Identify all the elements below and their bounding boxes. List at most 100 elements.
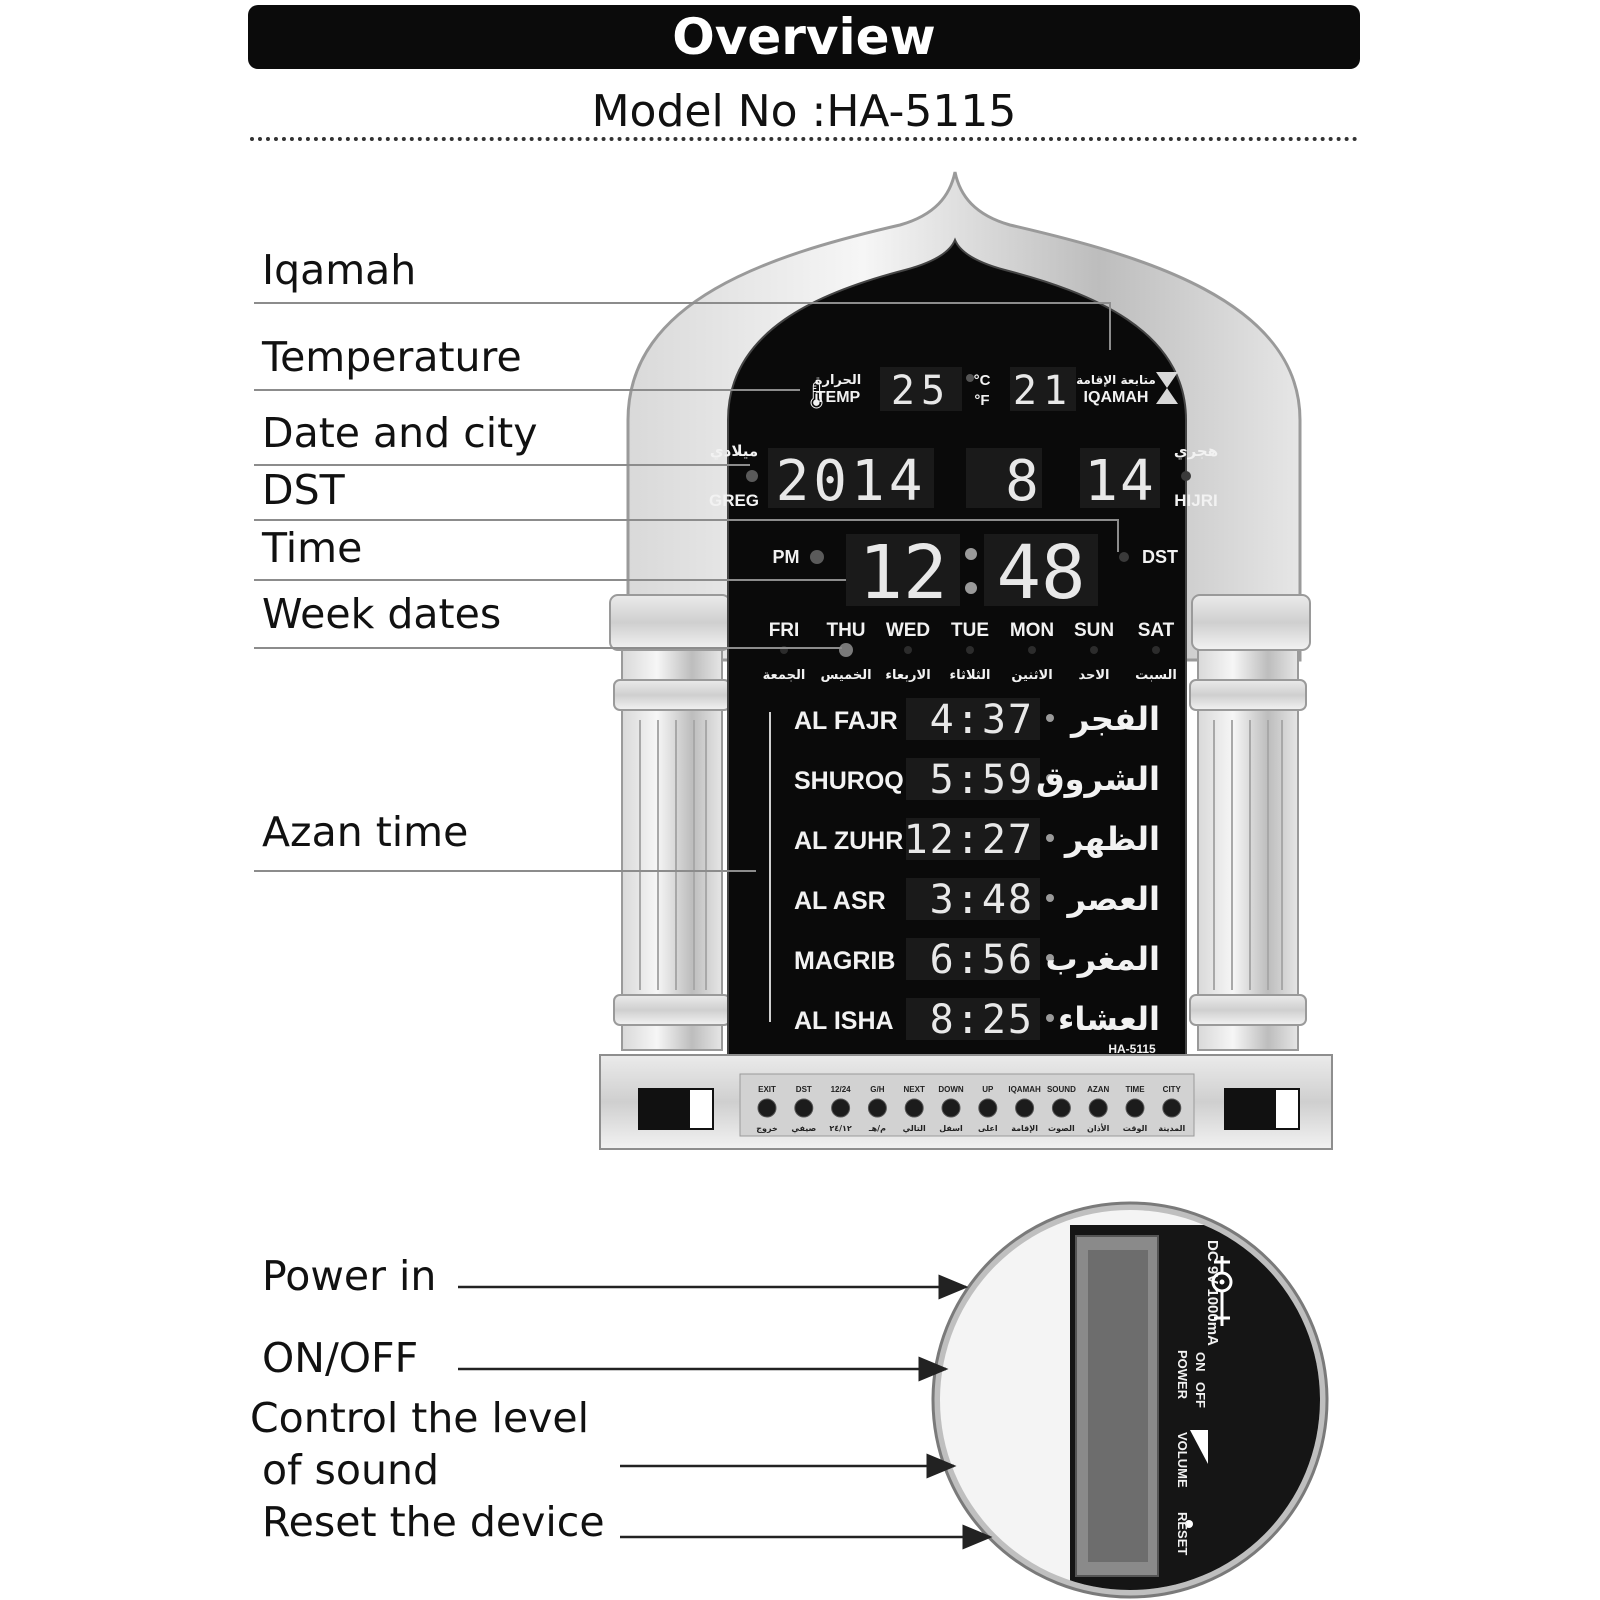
device-button-label-ar: الوقت bbox=[1123, 1124, 1148, 1133]
prayer-time: 5:59 bbox=[930, 757, 1034, 803]
prayer-name-en: AL ZUHR bbox=[794, 827, 903, 855]
prayer-time: 8:25 bbox=[930, 997, 1034, 1043]
greg-arabic-label: ميلادي bbox=[710, 442, 758, 461]
weekday-ar-1: الخميس bbox=[820, 668, 871, 683]
device-button-label-en: AZAN bbox=[1087, 1085, 1109, 1094]
hijri-arabic-label: هجري bbox=[1174, 442, 1218, 461]
weekday-ar-3: الثلاثاء bbox=[950, 668, 991, 683]
device-button-label-en: 12/24 bbox=[831, 1085, 852, 1094]
label-date-city: Date and city bbox=[262, 409, 538, 457]
prayer-dot bbox=[1046, 774, 1054, 782]
thermometer-icon: 🌡 bbox=[800, 381, 833, 411]
hijri-indicator-dot bbox=[1181, 471, 1191, 481]
label-dst: DST bbox=[262, 466, 345, 514]
prayer-dot bbox=[1046, 834, 1054, 842]
device-button[interactable] bbox=[757, 1098, 777, 1118]
device-button[interactable] bbox=[941, 1098, 961, 1118]
prayer-name-en: MAGRIB bbox=[794, 947, 895, 975]
device-button-label-en: CITY bbox=[1163, 1085, 1182, 1094]
on-label: ON bbox=[1193, 1352, 1208, 1372]
month-value: 8 bbox=[1005, 449, 1039, 514]
prayer-time-panel bbox=[906, 818, 1040, 860]
prayer-dot bbox=[1046, 1014, 1054, 1022]
prayer-name-ar: الفجر bbox=[1069, 700, 1160, 738]
device-button[interactable] bbox=[867, 1098, 887, 1118]
device-button-label-en: IQAMAH bbox=[1008, 1085, 1041, 1094]
prayer-time: 4:37 bbox=[930, 697, 1034, 743]
prayer-time: 3:48 bbox=[930, 877, 1034, 923]
device-button[interactable] bbox=[1051, 1098, 1071, 1118]
label-azan-time: Azan time bbox=[262, 808, 469, 856]
weekday-en-4: MON bbox=[1010, 620, 1054, 641]
iqamah-arabic-label: متابعة الإقامة bbox=[1076, 373, 1156, 387]
device-button[interactable] bbox=[794, 1098, 814, 1118]
device-button[interactable] bbox=[1088, 1098, 1108, 1118]
prayer-dot bbox=[1046, 894, 1054, 902]
device-button-label-en: TIME bbox=[1125, 1085, 1145, 1094]
weekday-ar-4: الاثنين bbox=[1011, 668, 1052, 683]
weekday-dot-6 bbox=[1152, 646, 1160, 654]
device-button[interactable] bbox=[1015, 1098, 1035, 1118]
weekday-ar-0: الجمعة bbox=[763, 668, 806, 683]
prayer-time: 6:56 bbox=[930, 937, 1034, 983]
device-button[interactable] bbox=[1162, 1098, 1182, 1118]
dc-rating-label: DC 9V 1000mA bbox=[1204, 1240, 1221, 1346]
device-button[interactable] bbox=[904, 1098, 924, 1118]
label-reset: Reset the device bbox=[262, 1498, 605, 1546]
weekday-dot-3 bbox=[966, 646, 974, 654]
temperature-value: 25 bbox=[891, 368, 951, 414]
prayer-name-en: AL FAJR bbox=[794, 707, 898, 735]
prayer-name-ar: العصر bbox=[1066, 880, 1160, 918]
device-button-label-en: UP bbox=[982, 1085, 994, 1094]
prayer-time: 12:27 bbox=[904, 817, 1034, 863]
pm-label: PM bbox=[773, 547, 800, 567]
iqamah-value: 21 bbox=[1013, 368, 1073, 414]
leader-lines bbox=[254, 302, 1119, 1022]
volume-label: VOLUME bbox=[1175, 1432, 1190, 1488]
hourglass-icon bbox=[1156, 372, 1178, 404]
label-power-in: Power in bbox=[262, 1252, 437, 1300]
temp-arabic-label: الحرارة bbox=[815, 373, 861, 388]
label-sound-level-1: Control the level bbox=[250, 1394, 590, 1442]
hijri-english-label: HIJRI bbox=[1174, 491, 1217, 510]
weekday-en-5: SUN bbox=[1074, 620, 1114, 641]
weekday-dot-5 bbox=[1090, 646, 1098, 654]
button-base: EXITخروجDSTصيفي12/24٢٤/١٢G/Hم/هـNEXTالتا… bbox=[599, 1054, 1333, 1150]
weekday-en-1: THU bbox=[826, 620, 865, 641]
side-panel-zoom: DC 9V 1000mA ON OFF POWER VOLUME RESET bbox=[931, 1201, 1329, 1599]
temp-indicator-dot bbox=[966, 374, 974, 382]
power-label: POWER bbox=[1175, 1350, 1190, 1400]
device-button[interactable] bbox=[1125, 1098, 1145, 1118]
greg-english-label: GREG bbox=[709, 491, 759, 510]
device-button[interactable] bbox=[831, 1098, 851, 1118]
model-number: Model No :HA-5115 bbox=[591, 86, 1017, 137]
prayer-name-ar: الشروق bbox=[1036, 760, 1160, 798]
device-button-label-ar: م/هـ bbox=[868, 1124, 886, 1133]
date-row: ميلادي GREG 2014 8 14 هجري HIJRI bbox=[709, 442, 1218, 514]
device-button-label-ar: ٢٤/١٢ bbox=[829, 1124, 852, 1133]
prayer-dot bbox=[1046, 954, 1054, 962]
device-button-label-en: DST bbox=[796, 1085, 812, 1094]
device-button-label-en: DOWN bbox=[938, 1085, 964, 1094]
overview-header: Overview bbox=[248, 5, 1360, 69]
device-button[interactable] bbox=[978, 1098, 998, 1118]
device-button-label-en: NEXT bbox=[904, 1085, 925, 1094]
prayer-time-panel bbox=[906, 998, 1040, 1040]
device-button-label-en: G/H bbox=[870, 1085, 884, 1094]
prayer-time-panel bbox=[906, 878, 1040, 920]
time-row: PM 12 48 DST bbox=[773, 530, 1179, 616]
weekday-ar-2: الاربعاء bbox=[885, 668, 930, 683]
arrow-lines bbox=[458, 1274, 993, 1550]
pm-indicator-dot bbox=[810, 550, 824, 564]
dst-indicator-dot bbox=[1119, 552, 1129, 562]
label-iqamah: Iqamah bbox=[262, 246, 417, 294]
label-on-off: ON/OFF bbox=[262, 1334, 419, 1382]
temperature-iqamah-row: 🌡 الحرارة TEMP 25 °C °F 21 متابعة الإقام… bbox=[800, 367, 1178, 414]
prayer-name-en: SHUROQ bbox=[794, 767, 904, 795]
device-button-label-en: EXIT bbox=[758, 1085, 776, 1094]
iqamah-english-label: IQAMAH bbox=[1084, 389, 1149, 406]
weekday-ar-5: الاحد bbox=[1078, 668, 1109, 683]
device-button-label-ar: الأذان bbox=[1087, 1123, 1110, 1133]
